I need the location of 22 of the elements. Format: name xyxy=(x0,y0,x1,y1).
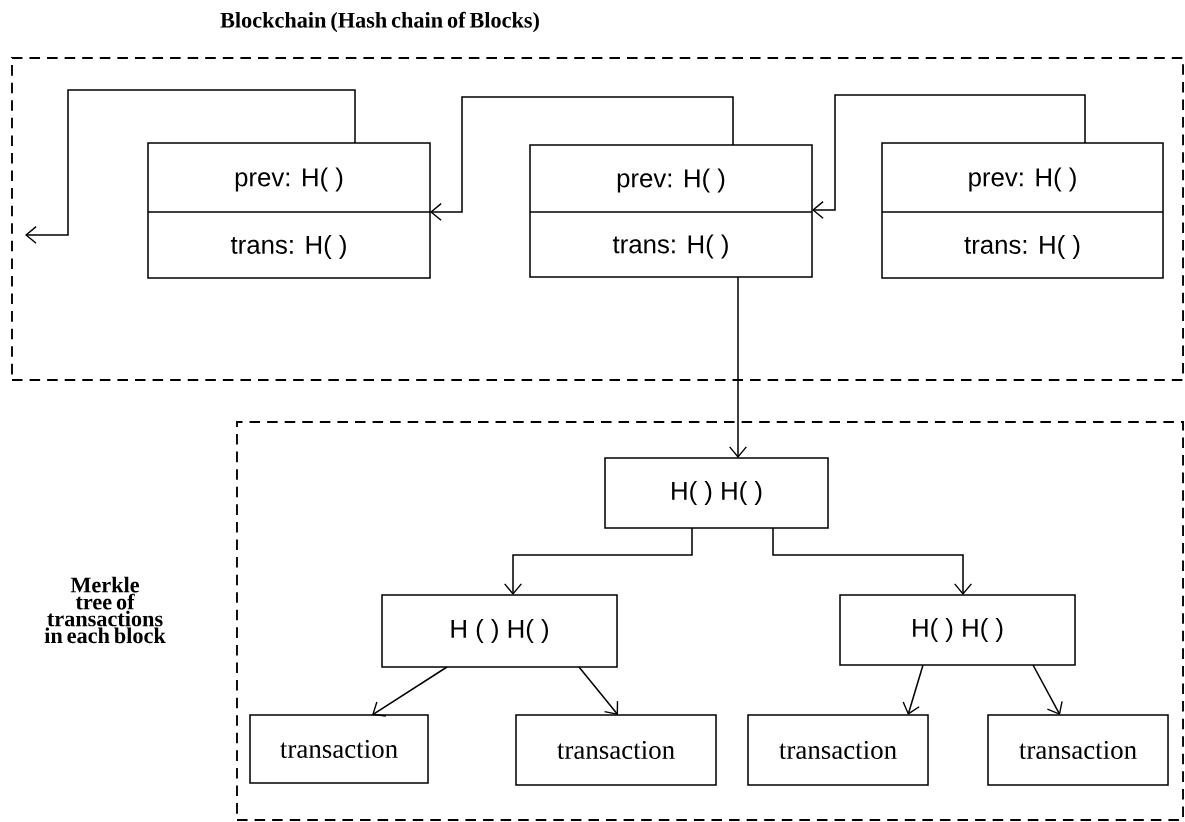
arrow xyxy=(25,89,356,245)
arrow xyxy=(372,666,448,717)
arrow xyxy=(578,666,619,715)
transaction-box: transaction xyxy=(249,714,429,784)
transaction-box: transaction xyxy=(987,714,1169,786)
arrow xyxy=(772,527,973,595)
block-box: prev: H( ) trans: H( ) xyxy=(881,142,1164,279)
hash-box: H( ) H( ) xyxy=(604,457,829,529)
arrow xyxy=(902,664,924,715)
hash-box: H( ) H( ) xyxy=(839,594,1076,666)
arrow xyxy=(1032,664,1063,715)
block-box: prev: H( ) trans: H( ) xyxy=(147,142,431,279)
block-box: prev: H( ) trans: H( ) xyxy=(529,144,813,278)
transaction-box: transaction xyxy=(747,714,929,786)
hash-box: H ( ) H( ) xyxy=(381,594,618,668)
transaction-box: transaction xyxy=(515,714,717,786)
arrow xyxy=(430,96,734,222)
arrow xyxy=(812,94,1086,220)
heading: Blockchain (Hash chain of Blocks) xyxy=(220,11,539,33)
arrow xyxy=(503,527,693,595)
heading: Merkle tree of transactions in each block xyxy=(44,576,166,644)
arrow xyxy=(728,276,748,458)
